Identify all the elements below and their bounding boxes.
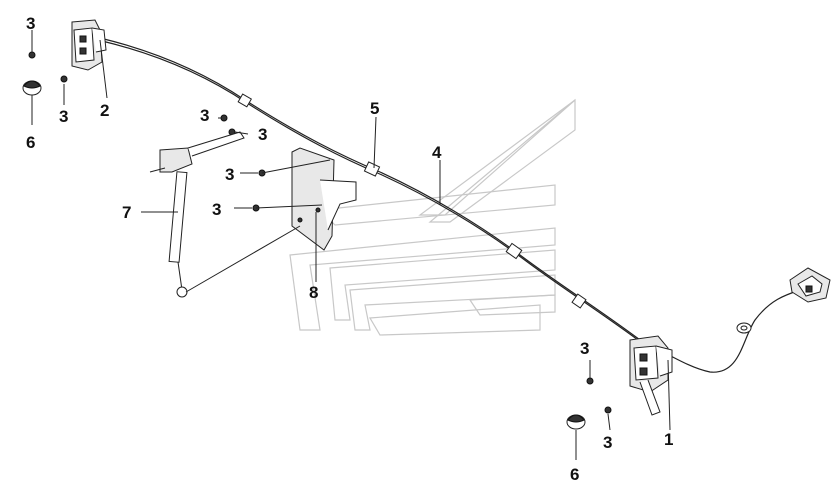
callout-3-strut-mid: 3 (258, 125, 267, 144)
mounting-bracket (291, 147, 357, 251)
watermark-logo (289, 98, 576, 336)
cable-clip-3 (505, 242, 523, 260)
callout-7: 7 (122, 203, 131, 222)
cable-clip-1 (237, 93, 253, 108)
callout-3-top-left: 3 (26, 14, 35, 33)
cable-clip-4 (571, 293, 587, 309)
callout-leaders (31, 30, 671, 460)
bolt-1 (28, 51, 36, 59)
bolt-8 (604, 406, 612, 414)
callout-3-left-lower: 3 (59, 107, 68, 126)
callout-3-strut-top: 3 (200, 106, 209, 125)
gas-strut (149, 131, 245, 298)
callout-1: 1 (664, 430, 673, 449)
rubber-bumper-left (22, 80, 42, 96)
callout-3-right-upper: 3 (580, 339, 589, 358)
rubber-bumper-right (566, 414, 586, 430)
callout-8: 8 (309, 283, 318, 302)
callout-3-right-lower: 3 (603, 433, 612, 452)
cable-grommet (736, 322, 752, 334)
bolt-2 (60, 75, 68, 83)
release-handle (789, 267, 831, 303)
callout-3-bracket-top: 3 (225, 165, 234, 184)
bolt-3 (220, 114, 228, 122)
callout-6-left: 6 (26, 133, 35, 152)
callout-2: 2 (100, 101, 109, 120)
hood-latch-left (71, 19, 107, 71)
hood-latch-right (629, 335, 673, 416)
cable-clip-2 (363, 161, 381, 177)
callout-6-right: 6 (570, 465, 579, 484)
callout-3-bracket-mid: 3 (212, 200, 221, 219)
callout-5: 5 (370, 99, 379, 118)
bolt-7 (586, 377, 594, 385)
callout-4: 4 (432, 143, 442, 162)
